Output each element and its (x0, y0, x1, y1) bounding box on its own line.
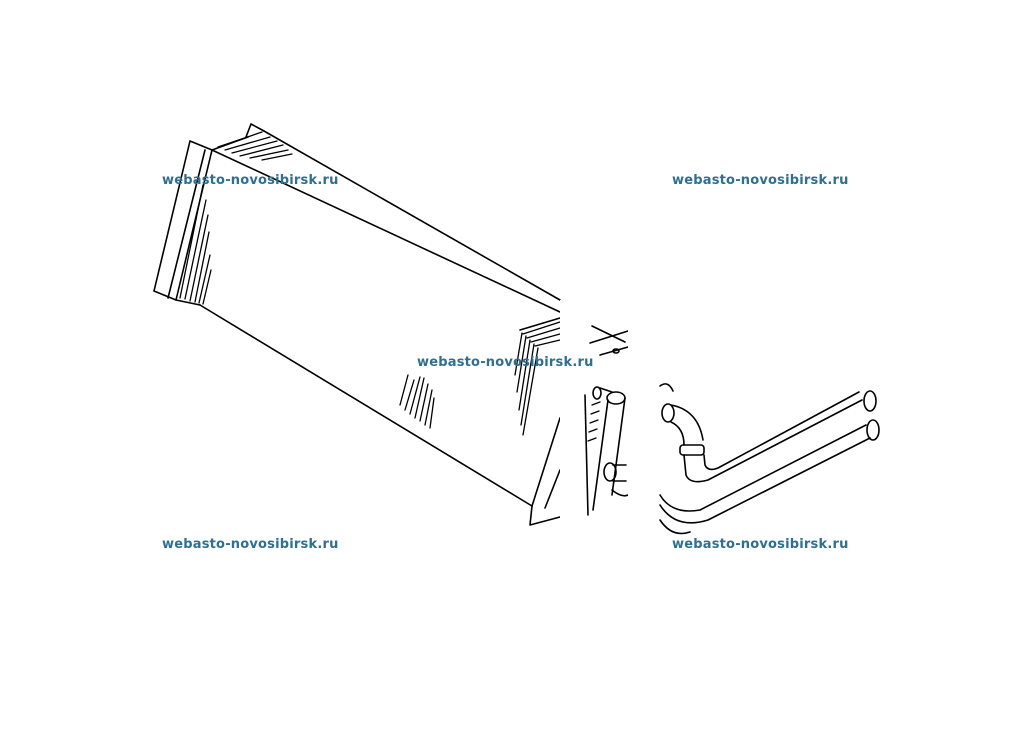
inlet-outlet-pipes (659, 383, 880, 535)
watermark-top-left: webasto-novosibirsk.ru (162, 173, 339, 188)
radiator-core (199, 130, 561, 526)
radiator-end-tank (584, 325, 629, 516)
watermark-bottom-right: webasto-novosibirsk.ru (672, 537, 849, 552)
watermark-center: webasto-novosibirsk.ru (417, 355, 594, 370)
radiator-left-end-plate (153, 123, 293, 306)
watermark-bottom-left: webasto-novosibirsk.ru (162, 537, 339, 552)
watermark-top-right: webasto-novosibirsk.ru (672, 173, 849, 188)
